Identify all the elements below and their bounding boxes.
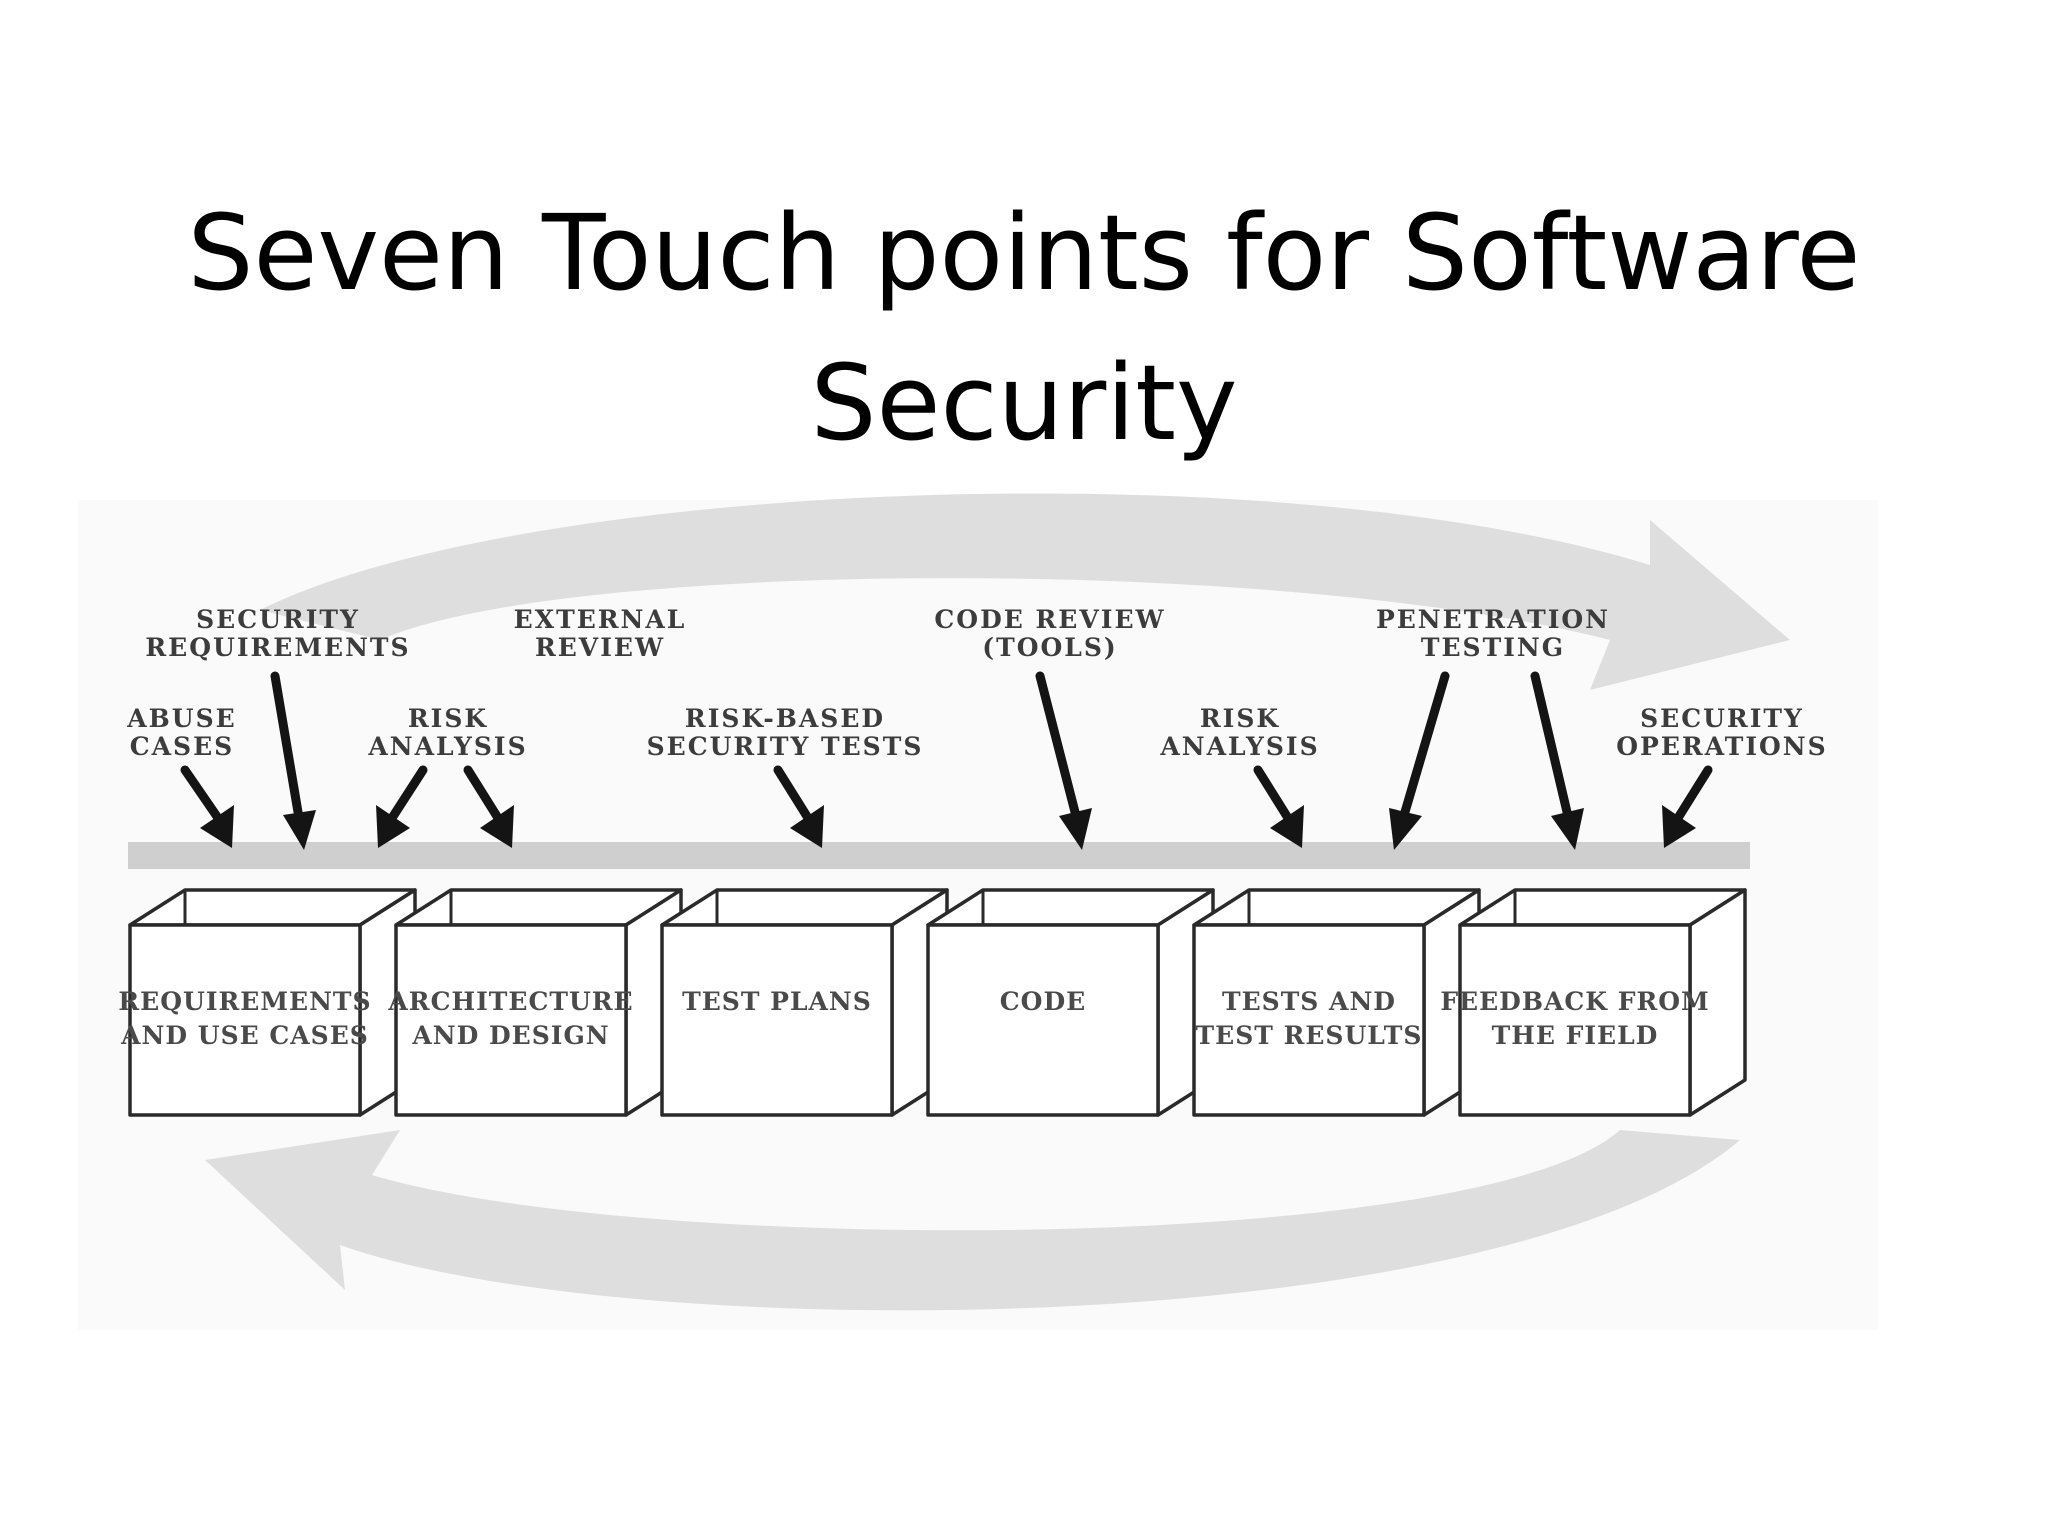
box-label: TEST RESULTS <box>1196 1021 1423 1050</box>
box-requirements: REQUIREMENTS AND USE CASES <box>118 888 417 1117</box>
box-label: CODE <box>1000 987 1086 1016</box>
cycle-arrow-top <box>260 493 1790 690</box>
label-security-operations: OPERATIONS <box>1616 732 1827 761</box>
label-risk-analysis-1: ANALYSIS <box>367 732 527 761</box>
slide-title-line-2: Security <box>810 342 1238 464</box>
label-security-requirements: SECURITY <box>196 605 360 634</box>
label-external-review: REVIEW <box>535 633 665 662</box>
label-risk-analysis-2: ANALYSIS <box>1159 732 1319 761</box>
label-security-requirements: REQUIREMENTS <box>145 633 410 662</box>
box-architecture: ARCHITECTURE AND DESIGN <box>387 888 683 1117</box>
label-penetration-testing: TESTING <box>1421 633 1565 662</box>
touchpoint-labels: SECURITY REQUIREMENTS EXTERNAL REVIEW CO… <box>126 605 1827 761</box>
box-label: AND DESIGN <box>411 1021 609 1050</box>
arrow-risk-based-tests <box>773 765 824 848</box>
slide-title-line-1: Seven Touch points for Software <box>187 192 1861 314</box>
arrow-security-operations <box>1662 765 1713 848</box>
label-risk-based-security-tests: SECURITY TESTS <box>647 732 924 761</box>
arrow-risk-analysis-2 <box>1253 765 1304 848</box>
label-external-review: EXTERNAL <box>514 605 687 634</box>
label-abuse-cases: CASES <box>130 732 234 761</box>
box-code: CODE <box>926 888 1215 1117</box>
box-label: TESTS AND <box>1222 987 1396 1016</box>
cycle-arrow-bottom <box>205 1130 1740 1311</box>
lifecycle-boxes: REQUIREMENTS AND USE CASES ARCHITECTURE … <box>118 888 1747 1117</box>
arrow-code-review <box>1035 671 1092 850</box>
arrow-penetration-testing-right <box>1530 671 1584 850</box>
label-code-review: CODE REVIEW <box>934 605 1165 634</box>
arrow-security-requirements <box>270 671 316 850</box>
touchpoint-arrows <box>180 671 1713 850</box>
arrow-penetration-testing-left <box>1389 671 1450 850</box>
label-penetration-testing: PENETRATION <box>1376 605 1610 634</box>
label-security-operations: SECURITY <box>1640 704 1804 733</box>
arrow-risk-analysis-left <box>376 765 428 848</box>
label-risk-analysis-2: RISK <box>1200 704 1280 733</box>
label-code-review: (TOOLS) <box>982 633 1117 662</box>
label-risk-analysis-1: RISK <box>408 704 488 733</box>
arrow-abuse-cases <box>180 765 234 848</box>
box-label: ARCHITECTURE <box>387 987 633 1016</box>
box-label: TEST PLANS <box>682 987 872 1016</box>
box-label: FEEDBACK FROM <box>1440 987 1709 1016</box>
label-abuse-cases: ABUSE <box>126 704 236 733</box>
box-label: THE FIELD <box>1492 1021 1659 1050</box>
arrow-risk-analysis-right <box>463 765 514 848</box>
box-feedback: FEEDBACK FROM THE FIELD <box>1440 888 1747 1117</box>
box-label: REQUIREMENTS <box>118 987 371 1016</box>
slide-title: Seven Touch points for Software Security <box>0 178 2048 478</box>
box-test-plans: TEST PLANS <box>660 888 949 1117</box>
box-label: AND USE CASES <box>120 1021 369 1050</box>
label-risk-based-security-tests: RISK-BASED <box>685 704 885 733</box>
box-tests: TESTS AND TEST RESULTS <box>1192 888 1481 1117</box>
process-bar <box>128 842 1750 869</box>
